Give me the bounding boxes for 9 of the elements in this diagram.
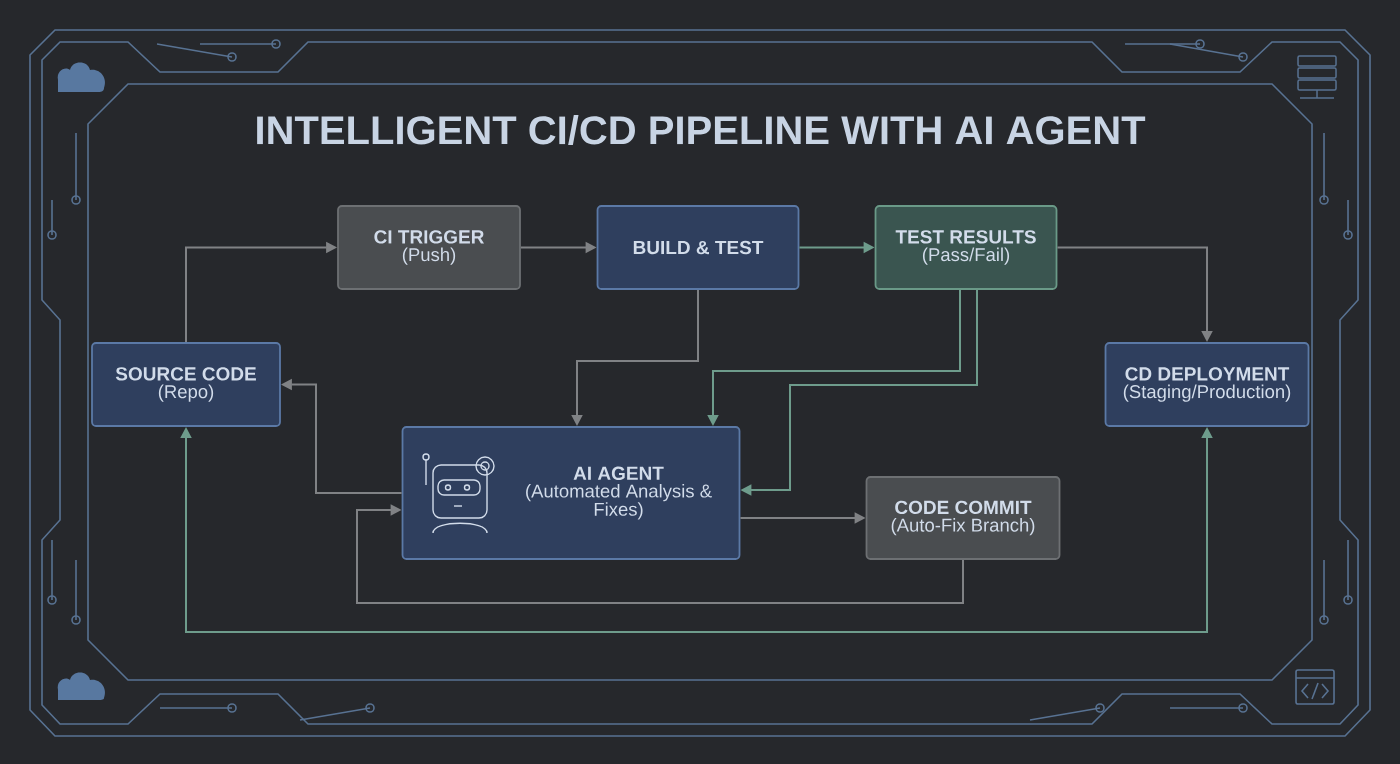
process-box: CD DEPLOYMENT (Staging/Production) xyxy=(1104,342,1310,427)
process-box: CI TRIGGER (Push) xyxy=(337,205,521,290)
process-box: TEST RESULTS (Pass/Fail) xyxy=(874,205,1058,290)
process-box: BUILD & TEST xyxy=(596,205,800,290)
title: INTELLIGENT CI/CD PIPELINE WITH AI AGENT xyxy=(257,115,1146,145)
arrow xyxy=(356,504,964,604)
process-box: SOURCE CODE (Repo) xyxy=(91,342,281,427)
process-box: AI AGENT (Automated Analysis & Fixes) xyxy=(401,426,741,560)
process-box: CODE COMMIT (Auto-Fix Branch) xyxy=(865,476,1061,560)
